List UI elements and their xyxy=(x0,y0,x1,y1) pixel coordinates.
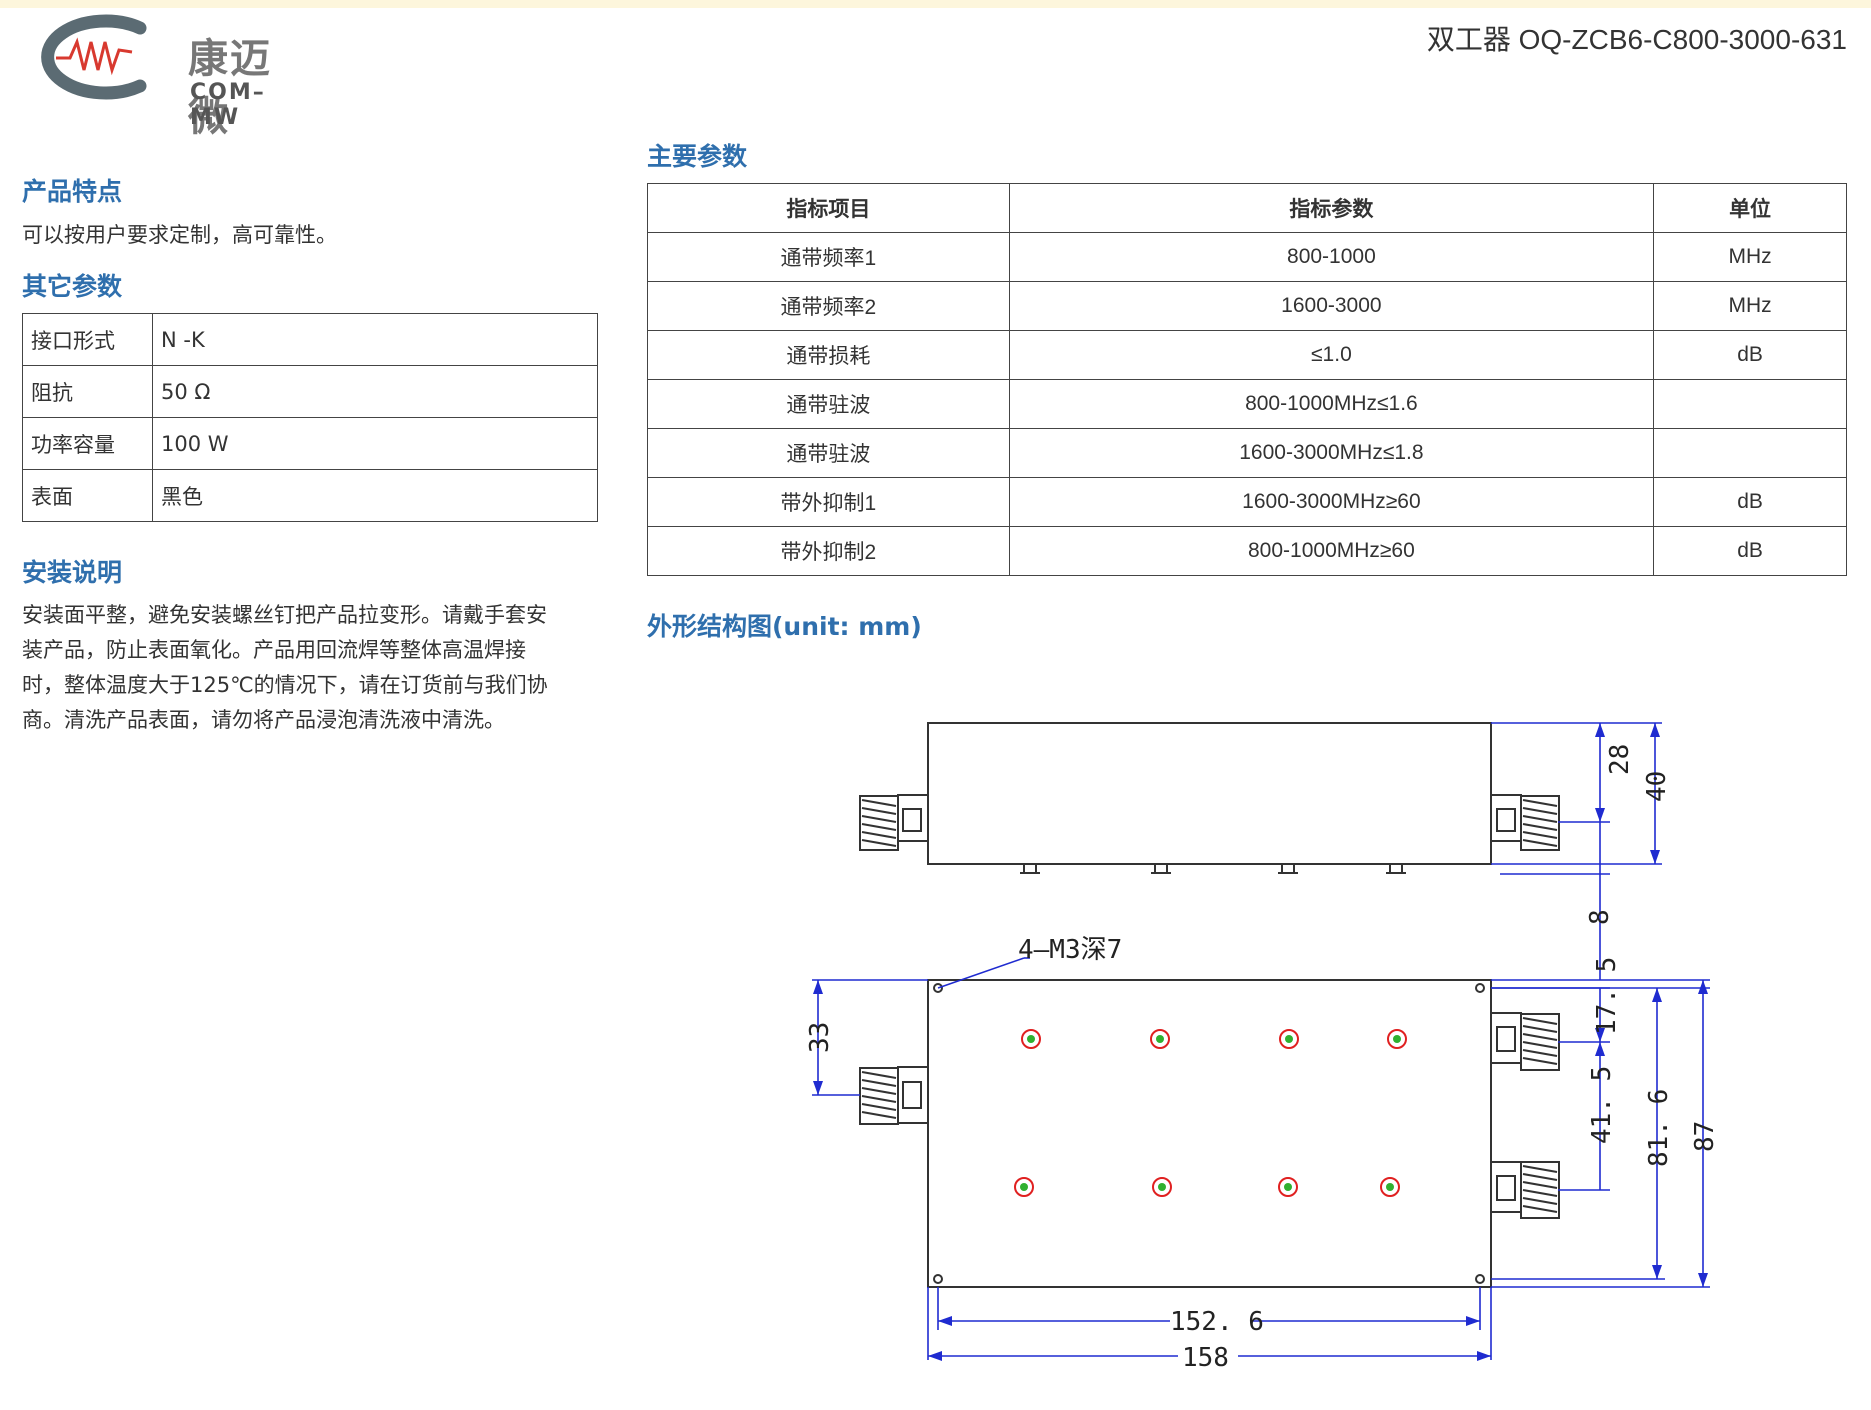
install-heading: 安装说明 xyxy=(22,558,123,587)
install-line: 时，整体温度大于125℃的情况下，请在订货前与我们协 xyxy=(22,673,548,697)
logo-mark xyxy=(41,14,147,100)
connector-icon xyxy=(859,794,929,851)
main-params-heading: 主要参数 xyxy=(647,142,748,171)
top-dimension-lines xyxy=(1491,722,1662,980)
column-header: 指标参数 xyxy=(1008,183,1655,233)
cell-unit: dB xyxy=(1653,526,1847,576)
company-logo[interactable]: 康迈微 COM–MW xyxy=(22,12,312,140)
document-title: 双工器 OQ-ZCB6-C800-3000-631 xyxy=(1426,24,1847,55)
top-view-body xyxy=(927,722,1492,865)
plan-dimension-lines xyxy=(812,957,1710,1360)
column-header: 指标项目 xyxy=(647,183,1010,233)
cell-item: 通带驻波 xyxy=(647,379,1010,429)
dim-33: 33 xyxy=(805,1022,835,1053)
cell-value: 1600-3000MHz≥60 xyxy=(1008,477,1655,527)
features-text: 可以按用户要求定制，高可靠性。 xyxy=(22,223,337,247)
corner-holes xyxy=(933,983,1485,1284)
cell-unit: MHz xyxy=(1653,232,1847,282)
plan-view-body xyxy=(927,979,1492,1288)
connector-icon xyxy=(859,1066,929,1125)
dim-8: 8 xyxy=(1585,909,1615,925)
cell-value: 800-1000MHz≤1.6 xyxy=(1008,379,1655,429)
table-header-row: 指标项目 指标参数 单位 xyxy=(647,183,1847,233)
outline-heading: 外形结构图(unit: mm) xyxy=(647,612,922,641)
param-key: 阻抗 xyxy=(22,365,153,418)
cell-value: 800-1000MHz≥60 xyxy=(1008,526,1655,576)
screw-studs xyxy=(1020,863,1406,874)
connector-icon xyxy=(1490,794,1560,851)
cell-unit: dB xyxy=(1653,330,1847,380)
install-text: 安装面平整，避免安装螺丝钉把产品拉变形。请戴手套安 装产品，防止表面氧化。产品用… xyxy=(22,598,548,738)
tuning-points xyxy=(1014,1029,1407,1197)
param-key: 功率容量 xyxy=(22,417,153,470)
cell-value: 800-1000 xyxy=(1008,232,1655,282)
cell-value: ≤1.0 xyxy=(1008,330,1655,380)
install-line: 装产品，防止表面氧化。产品用回流焊等整体高温焊接 xyxy=(22,638,526,662)
dim-41-5: 41. 5 xyxy=(1587,1066,1617,1144)
param-value: 黑色 xyxy=(152,469,598,522)
hole-note: 4—M3深7 xyxy=(1018,935,1122,965)
cell-unit: dB xyxy=(1653,477,1847,527)
outline-drawing: 28 40 8 xyxy=(805,722,1720,1373)
param-value: 50 Ω xyxy=(152,365,598,418)
connector-icon xyxy=(1490,1012,1560,1071)
column-header: 单位 xyxy=(1653,183,1847,233)
param-key: 接口形式 xyxy=(22,313,153,366)
install-line: 安装面平整，避免安装螺丝钉把产品拉变形。请戴手套安 xyxy=(22,603,547,627)
dim-158: 158 xyxy=(1182,1343,1229,1373)
table-row: 表面黑色 xyxy=(22,469,598,522)
install-line: 商。清洗产品表面，请勿将产品浸泡清洗液中清洗。 xyxy=(22,708,505,732)
cell-value: 1600-3000 xyxy=(1008,281,1655,331)
dim-28: 28 xyxy=(1605,744,1635,775)
dimension-arrows xyxy=(813,723,1708,1361)
dim-40: 40 xyxy=(1642,771,1672,802)
top-strip xyxy=(0,0,1871,8)
cell-item: 通带频率1 xyxy=(647,232,1010,282)
cell-unit: MHz xyxy=(1653,281,1847,331)
connector-icon xyxy=(1490,1161,1560,1219)
cell-value: 1600-3000MHz≤1.8 xyxy=(1008,428,1655,478)
cell-item: 带外抑制2 xyxy=(647,526,1010,576)
param-value: N -K xyxy=(152,313,598,366)
dim-81-6: 81. 6 xyxy=(1644,1089,1674,1167)
cell-item: 通带频率2 xyxy=(647,281,1010,331)
dim-87: 87 xyxy=(1690,1121,1720,1152)
cell-item: 通带损耗 xyxy=(647,330,1010,380)
dim-17-5: 17. 5 xyxy=(1592,957,1622,1035)
features-heading: 产品特点 xyxy=(22,177,123,206)
cell-item: 通带驻波 xyxy=(647,428,1010,478)
plan-view xyxy=(812,723,1710,1361)
cell-unit xyxy=(1653,428,1847,478)
cell-item: 带外抑制1 xyxy=(647,477,1010,527)
logo-chinese-name: 康迈微 xyxy=(188,36,272,140)
param-value: 100 W xyxy=(152,417,598,470)
other-params-heading: 其它参数 xyxy=(22,272,123,301)
dim-152-6: 152. 6 xyxy=(1170,1307,1264,1337)
cell-unit xyxy=(1653,379,1847,429)
logo-english-name: COM–MW xyxy=(190,80,266,130)
top-view xyxy=(859,722,1662,980)
param-key: 表面 xyxy=(22,469,153,522)
